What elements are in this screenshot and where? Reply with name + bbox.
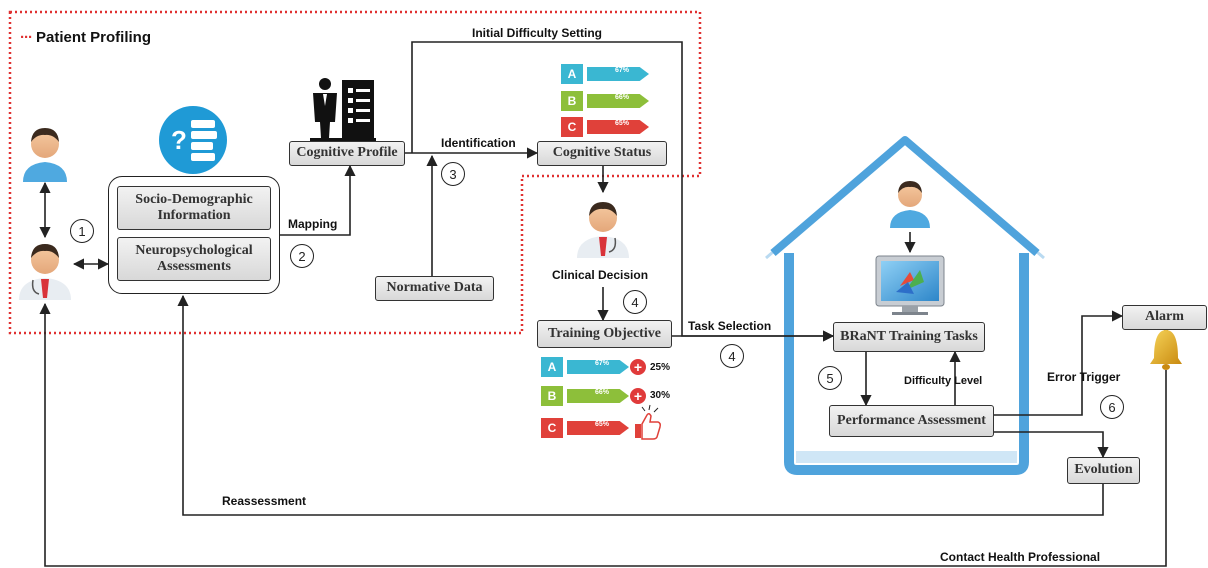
- identification-label: Identification: [441, 136, 516, 150]
- doctor-icon: [19, 244, 71, 300]
- home-patient-icon: [890, 181, 930, 228]
- status-tail: [587, 67, 649, 81]
- objective-tail: [567, 421, 629, 435]
- objective-letter: B: [541, 386, 563, 406]
- objective-bar-a: A 67%: [541, 357, 631, 377]
- objective-extra-b: 30%: [650, 390, 671, 401]
- step-4-clinical: 4: [623, 290, 647, 314]
- cognitive-status-box[interactable]: Cognitive Status: [537, 141, 667, 166]
- error-trigger-label: Error Trigger: [1047, 370, 1121, 384]
- patient-profiling-title: ···Patient Profiling: [20, 29, 152, 46]
- step-3: 3: [441, 162, 465, 186]
- brant-training-tasks-box[interactable]: BRaNT Training Tasks: [833, 322, 985, 352]
- status-bar-b: B 66%: [561, 91, 651, 111]
- status-letter: A: [561, 64, 583, 84]
- status-letter: B: [561, 91, 583, 111]
- normative-data-box[interactable]: Normative Data: [375, 276, 494, 301]
- objective-pct: 66%: [595, 389, 610, 396]
- objective-pct: 67%: [595, 360, 610, 367]
- red-dash-marker: ···: [20, 29, 33, 46]
- objective-letter: A: [541, 357, 563, 377]
- status-pct: 65%: [615, 120, 630, 127]
- step-4-task: 4: [720, 344, 744, 368]
- status-bar-a: A 67%: [561, 64, 651, 84]
- initial-difficulty-label: Initial Difficulty Setting: [472, 26, 603, 40]
- objective-tail: [567, 360, 629, 374]
- presenter-icon: [310, 78, 376, 141]
- objective-tail: [567, 389, 629, 403]
- house-outline: [770, 136, 1040, 257]
- training-objective-box[interactable]: Training Objective: [537, 320, 672, 348]
- objective-bar-c: C 65%: [541, 418, 631, 438]
- objective-extra-a: 25%: [650, 362, 671, 373]
- objective-bar-b: B 66%: [541, 386, 631, 406]
- questionnaire-icon: ?: [159, 106, 227, 174]
- evolution-box[interactable]: Evolution: [1067, 457, 1140, 484]
- status-pct: 67%: [615, 67, 630, 74]
- neuropsychological-box[interactable]: Neuropsychological Assessments: [117, 237, 271, 281]
- difficulty-level-label: Difficulty Level: [904, 375, 983, 387]
- task-selection-label: Task Selection: [688, 319, 772, 333]
- patient-icon: [23, 128, 67, 182]
- status-pct: 66%: [615, 94, 630, 101]
- alarm-box[interactable]: Alarm: [1122, 305, 1207, 330]
- step-1: 1: [70, 219, 94, 243]
- status-tail: [587, 120, 649, 134]
- clinical-doctor-icon: [577, 202, 629, 258]
- performance-assessment-box[interactable]: Performance Assessment: [829, 405, 994, 437]
- thumbs-up-icon: [635, 404, 661, 440]
- step-5: 5: [818, 366, 842, 390]
- contact-label: Contact Health Professional: [940, 550, 1101, 564]
- socio-demographic-box[interactable]: Socio-Demographic Information: [117, 186, 271, 230]
- svg-text:?: ?: [171, 125, 187, 155]
- objective-pct: 65%: [595, 421, 610, 428]
- step-6: 6: [1100, 395, 1124, 419]
- patient-profiling-region: [8, 10, 702, 335]
- reassessment-label: Reassessment: [222, 494, 307, 508]
- status-bar-c: C 65%: [561, 117, 651, 137]
- step-2: 2: [290, 244, 314, 268]
- plus-icon: +: [630, 388, 646, 404]
- clinical-decision-label: Clinical Decision: [552, 268, 649, 282]
- status-letter: C: [561, 117, 583, 137]
- bell-icon: [1150, 325, 1182, 370]
- status-tail: [587, 94, 649, 108]
- plus-icon: +: [630, 359, 646, 375]
- computer-icon: [875, 255, 945, 315]
- cognitive-profile-box[interactable]: Cognitive Profile: [289, 141, 405, 166]
- mapping-label: Mapping: [288, 217, 338, 231]
- objective-letter: C: [541, 418, 563, 438]
- house-body: [784, 253, 1029, 475]
